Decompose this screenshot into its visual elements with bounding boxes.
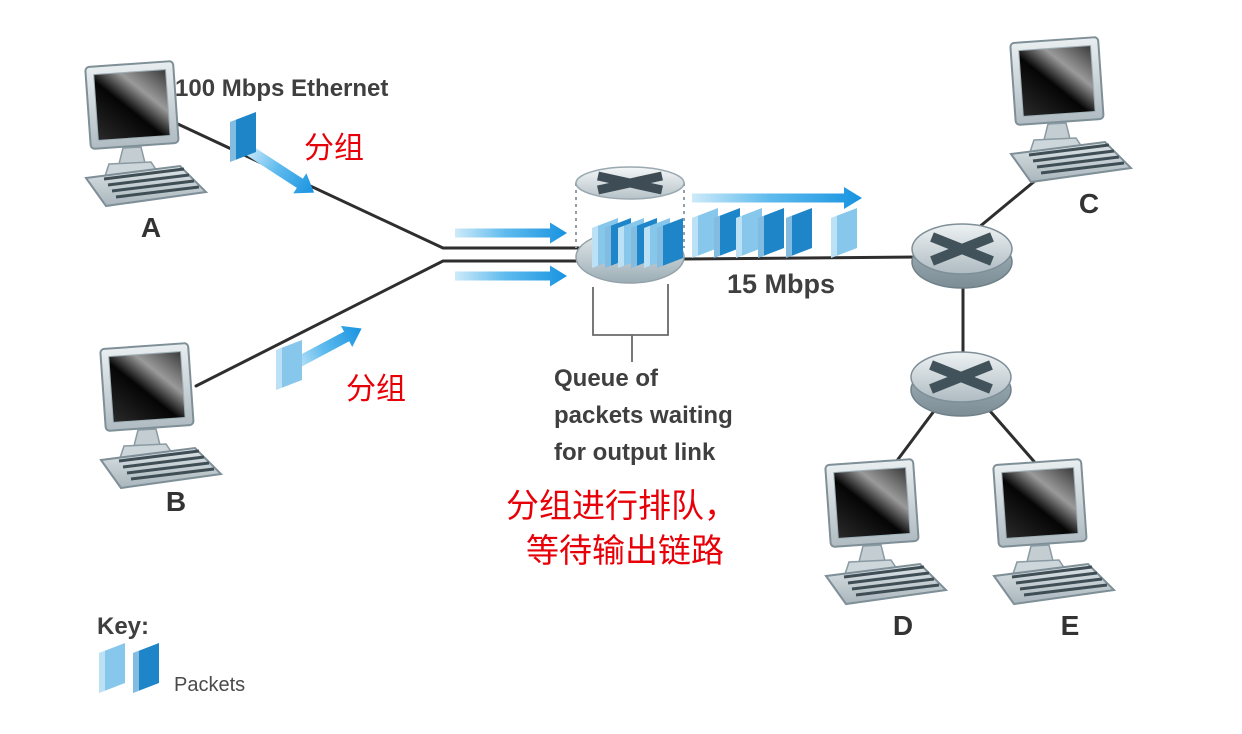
host-c-label: C [1079, 188, 1099, 219]
arrow-into-router-top-icon [455, 222, 567, 244]
legend-packet-light-icon [99, 643, 125, 693]
router-2-icon [911, 352, 1011, 416]
packet-annotation-b: 分组 [346, 373, 406, 406]
host-d-label: D [893, 610, 913, 641]
host-e-label: E [1061, 610, 1080, 641]
queue-bracket [592, 284, 669, 362]
link-router1-to-c [976, 178, 1038, 230]
computer-c-icon [1008, 35, 1133, 184]
ethernet-label: 100 Mbps Ethernet [175, 75, 388, 102]
router-1-icon [912, 224, 1012, 288]
host-a-label: A [141, 212, 161, 243]
arrow-output-link-icon [692, 187, 862, 209]
queue-annotation-line1: 分组进行排队， [506, 487, 737, 524]
router-x-icon [597, 171, 663, 195]
arrow-into-router-bottom-icon [455, 265, 567, 287]
queue-caption-line2: packets waiting [554, 402, 733, 429]
link-queue-to-router1 [680, 255, 920, 261]
queued-packets [592, 218, 683, 268]
output-packets [692, 208, 857, 258]
arrow-from-a-icon [244, 144, 315, 194]
arrow-from-b-icon [288, 325, 362, 371]
computer-b-icon [98, 341, 223, 490]
queue-caption-line1: Queue of [554, 365, 659, 392]
host-b-label: B [166, 486, 186, 517]
network-links [163, 116, 1040, 468]
link-router2-to-e [981, 401, 1040, 468]
link-router2-to-d [891, 401, 942, 468]
legend-packet-dark-icon [133, 643, 159, 693]
output-packet-icon [786, 208, 812, 258]
output-packet-icon [831, 208, 857, 258]
legend-packets-label: Packets [174, 674, 245, 696]
computer-d-icon [823, 457, 948, 606]
queueing-router [575, 166, 685, 362]
queue-annotation-line2: 等待输出链路 [526, 532, 724, 569]
flow-arrows [244, 144, 862, 371]
computer-e-icon [991, 457, 1116, 606]
packet-annotation-a: 分组 [304, 132, 364, 165]
legend: Key: Packets [97, 613, 245, 696]
legend-title: Key: [97, 613, 149, 640]
link-rate-label: 15 Mbps [727, 269, 835, 299]
queue-caption-line3: for output link [554, 439, 716, 466]
packet-b-icon [276, 340, 302, 390]
link-b-to-router [194, 259, 582, 388]
